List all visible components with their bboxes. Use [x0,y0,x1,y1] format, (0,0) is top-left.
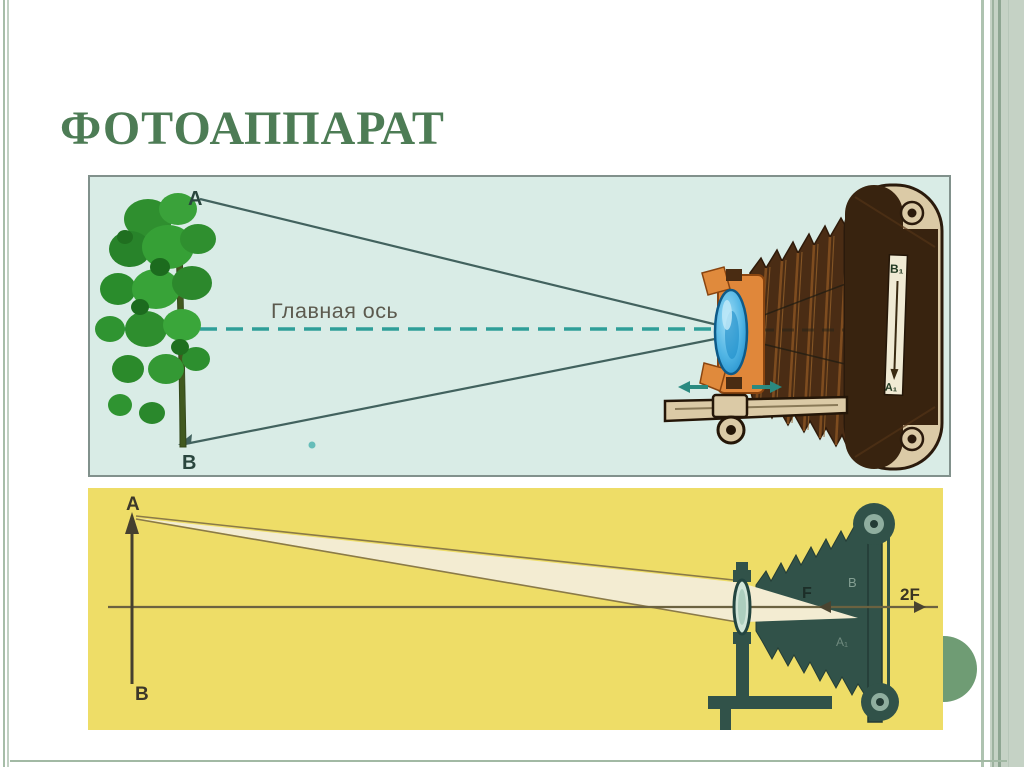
object-rays [178,197,731,447]
image-point-b1-label: В₁ [890,262,904,276]
camera-ray-diagram-svg: Главная ось [95,183,944,474]
focus-direction-arrows [678,381,782,393]
tree-foliage [95,193,216,424]
point-b-label: В [182,452,196,474]
film-strip-arrow [890,368,899,380]
lens-post [736,644,749,698]
left-border-line-inner [7,0,9,767]
schematic-lens-assembly [708,562,832,730]
schematic-image-a1-label: А₁ [836,635,848,649]
right-border-band [990,0,1024,767]
cyan-speck [308,441,316,449]
lens-base [708,696,832,709]
converging-beam [745,584,858,622]
slide-title: ФОТОАППАРАТ [60,102,445,155]
optical-axis [108,601,938,613]
object-arrow [125,512,139,684]
camera-base-rail [663,393,849,445]
focal-point-2f-label: 2F [900,585,920,604]
lens-schematic-image: В А₁ [88,488,943,730]
camera-ray-diagram-image: Главная ось [88,175,951,477]
right-border-thin-line [981,0,984,767]
principal-axis-label: Главная ось [271,299,398,323]
camera-lens [713,288,749,376]
axis-left-arrowhead [819,601,831,613]
lens-schematic-svg: В А₁ [108,494,938,730]
object-arrowhead [125,512,139,534]
schematic-point-b-label: В [135,684,149,705]
left-border-line-outer [3,0,5,767]
schematic-point-a-label: А [126,494,140,515]
point-a-label: А [188,188,202,210]
film-plane-strip: В₁ А₁ [883,253,909,397]
tree-illustration [95,193,216,448]
right-band-stripe-1 [992,0,994,767]
axis-right-arrowhead [914,601,926,613]
right-band-stripe-3 [1008,0,1009,767]
focal-point-f-label: F [802,585,812,602]
camera-back-body [843,183,944,471]
bottom-rule [10,760,1007,762]
schematic-image-b-label: В [848,575,857,590]
image-point-a1-label: А₁ [885,382,898,394]
light-beam [135,515,744,624]
schematic-camera [755,503,899,723]
base-foot [720,709,731,730]
right-band-stripe-2 [998,0,1001,767]
